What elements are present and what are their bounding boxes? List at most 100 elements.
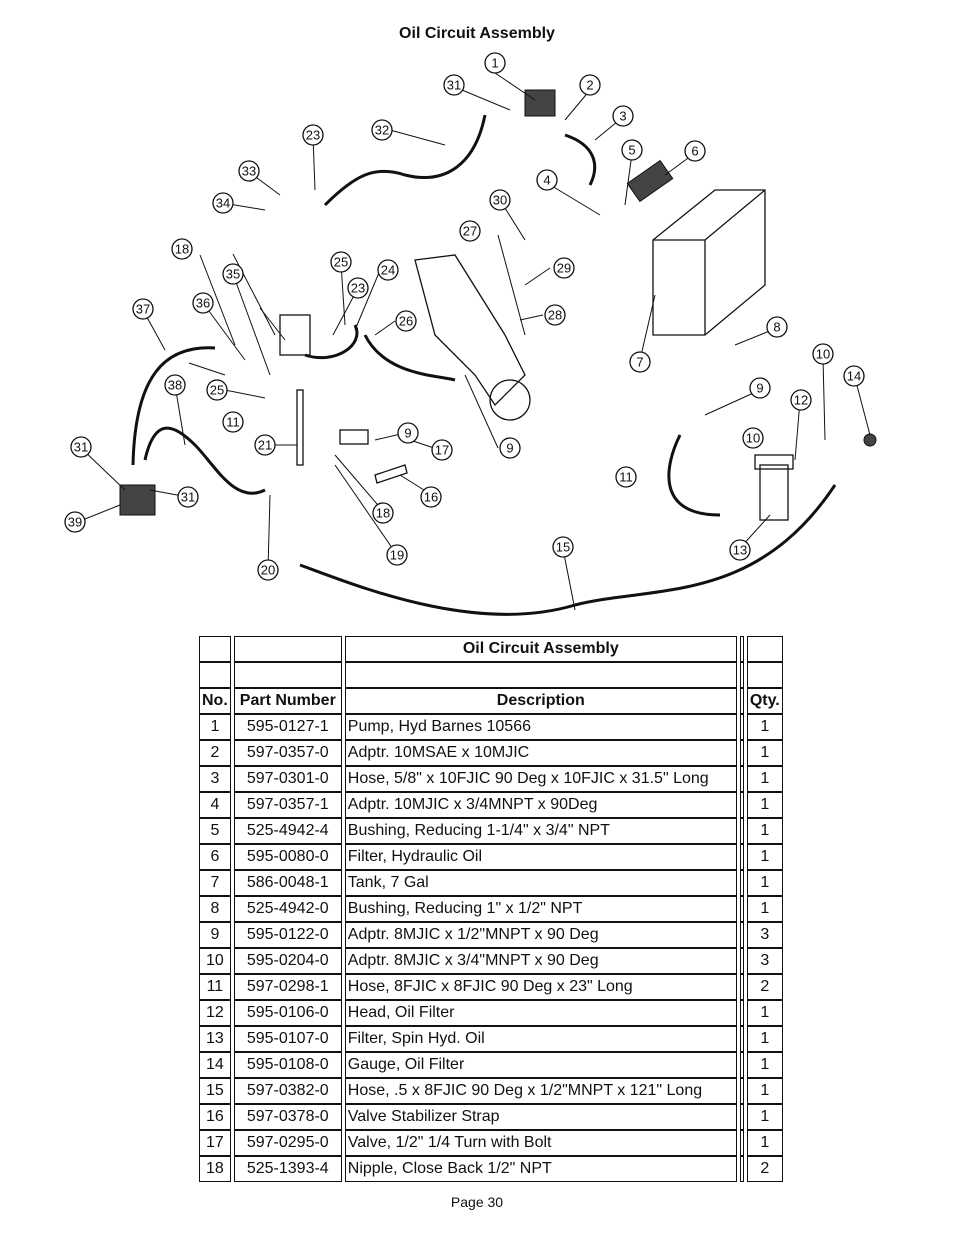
table-spacer-row bbox=[199, 662, 783, 688]
cell-qty: 1 bbox=[746, 714, 783, 740]
svg-text:31: 31 bbox=[447, 78, 461, 93]
svg-text:8: 8 bbox=[773, 320, 780, 335]
svg-text:11: 11 bbox=[619, 470, 633, 485]
cell-no: 13 bbox=[199, 1026, 231, 1052]
cell-part-number: 595-0127-1 bbox=[233, 714, 342, 740]
cell-description: Adptr. 8MJIC x 3/4"MNPT x 90 Deg bbox=[344, 948, 737, 974]
cell-qty: 3 bbox=[746, 948, 783, 974]
cell-no: 12 bbox=[199, 1000, 231, 1026]
cell-part-number: 597-0298-1 bbox=[233, 974, 342, 1000]
cell-description: Nipple, Close Back 1/2" NPT bbox=[344, 1156, 737, 1182]
svg-text:9: 9 bbox=[404, 426, 411, 441]
cell-qty: 3 bbox=[746, 922, 783, 948]
cell-no: 17 bbox=[199, 1130, 231, 1156]
callout-36: 36 bbox=[192, 292, 214, 314]
callout-10b: 10 bbox=[742, 427, 764, 449]
callout-3: 3 bbox=[612, 105, 634, 127]
header-no: No. bbox=[199, 688, 231, 714]
cell-no: 3 bbox=[199, 766, 231, 792]
callout-9c: 9 bbox=[499, 437, 521, 459]
svg-text:19: 19 bbox=[390, 548, 404, 563]
svg-text:37: 37 bbox=[136, 302, 150, 317]
cell-no: 18 bbox=[199, 1156, 231, 1182]
cell-description: Hose, 5/8" x 10FJIC 90 Deg x 10FJIC x 31… bbox=[344, 766, 737, 792]
cell-no: 2 bbox=[199, 740, 231, 766]
callout-32: 32 bbox=[371, 119, 393, 141]
callout-31c: 31 bbox=[177, 486, 199, 508]
cell-no: 5 bbox=[199, 818, 231, 844]
callout-10a: 10 bbox=[812, 343, 834, 365]
callout-26: 26 bbox=[395, 310, 417, 332]
cell-qty: 1 bbox=[746, 1130, 783, 1156]
svg-text:9: 9 bbox=[506, 441, 513, 456]
cell-description: Head, Oil Filter bbox=[344, 1000, 737, 1026]
callout-11b: 11 bbox=[222, 411, 244, 433]
svg-text:33: 33 bbox=[242, 164, 256, 179]
cell-description: Hose, .5 x 8FJIC 90 Deg x 1/2"MNPT x 121… bbox=[344, 1078, 737, 1104]
callout-2: 2 bbox=[579, 74, 601, 96]
cell-part-number: 597-0357-1 bbox=[233, 792, 342, 818]
cell-description: Adptr. 10MJIC x 3/4MNPT x 90Deg bbox=[344, 792, 737, 818]
cell-part-number: 595-0107-0 bbox=[233, 1026, 342, 1052]
svg-text:25: 25 bbox=[334, 255, 348, 270]
callout-12: 12 bbox=[790, 389, 812, 411]
cell-description: Filter, Hydraulic Oil bbox=[344, 844, 737, 870]
callout-1: 1 bbox=[484, 52, 506, 74]
page-number: Page 30 bbox=[450, 1194, 504, 1210]
callout-21: 21 bbox=[254, 434, 276, 456]
cell-no: 15 bbox=[199, 1078, 231, 1104]
cell-description: Adptr. 10MSAE x 10MJIC bbox=[344, 740, 737, 766]
cell-qty: 2 bbox=[746, 1156, 783, 1182]
callout-28: 28 bbox=[544, 304, 566, 326]
cell-qty: 1 bbox=[746, 818, 783, 844]
cell-part-number: 597-0378-0 bbox=[233, 1104, 342, 1130]
callout-5: 5 bbox=[621, 139, 643, 161]
header-qty: Qty. bbox=[746, 688, 783, 714]
cell-description: Tank, 7 Gal bbox=[344, 870, 737, 896]
callouts: 1 2 3 4 5 6 7 8 9 9 9 10 10 11 11 12 13 … bbox=[64, 52, 865, 581]
cell-qty: 1 bbox=[746, 766, 783, 792]
svg-text:14: 14 bbox=[847, 369, 861, 384]
callout-18a: 18 bbox=[171, 238, 193, 260]
callout-20: 20 bbox=[257, 559, 279, 581]
svg-text:13: 13 bbox=[733, 543, 747, 558]
svg-text:21: 21 bbox=[258, 438, 272, 453]
svg-text:18: 18 bbox=[376, 506, 390, 521]
svg-text:4: 4 bbox=[543, 173, 550, 188]
svg-text:36: 36 bbox=[196, 296, 210, 311]
cell-description: Filter, Spin Hyd. Oil bbox=[344, 1026, 737, 1052]
svg-text:9: 9 bbox=[756, 381, 763, 396]
cell-qty: 1 bbox=[746, 1026, 783, 1052]
callout-23b: 23 bbox=[347, 277, 369, 299]
cell-qty: 1 bbox=[746, 740, 783, 766]
svg-text:12: 12 bbox=[794, 393, 808, 408]
callout-9b: 9 bbox=[397, 422, 419, 444]
cell-part-number: 525-1393-4 bbox=[233, 1156, 342, 1182]
svg-text:1: 1 bbox=[491, 56, 498, 71]
callout-24: 24 bbox=[377, 259, 399, 281]
cell-part-number: 525-4942-4 bbox=[233, 818, 342, 844]
header-description: Description bbox=[344, 688, 737, 714]
callout-19: 19 bbox=[386, 544, 408, 566]
page-title: Oil Circuit Assembly bbox=[399, 25, 555, 42]
cell-no: 11 bbox=[199, 974, 231, 1000]
svg-text:16: 16 bbox=[424, 490, 438, 505]
svg-text:18: 18 bbox=[175, 242, 189, 257]
table-title-row: Oil Circuit Assembly bbox=[199, 636, 783, 662]
svg-text:17: 17 bbox=[435, 443, 449, 458]
svg-text:24: 24 bbox=[381, 263, 395, 278]
parts-drawing bbox=[119, 89, 877, 616]
cell-qty: 1 bbox=[746, 1104, 783, 1130]
callout-31a: 31 bbox=[443, 74, 465, 96]
callout-14: 14 bbox=[843, 365, 865, 387]
header-part-number: Part Number bbox=[233, 688, 342, 714]
callout-30: 30 bbox=[489, 189, 511, 211]
